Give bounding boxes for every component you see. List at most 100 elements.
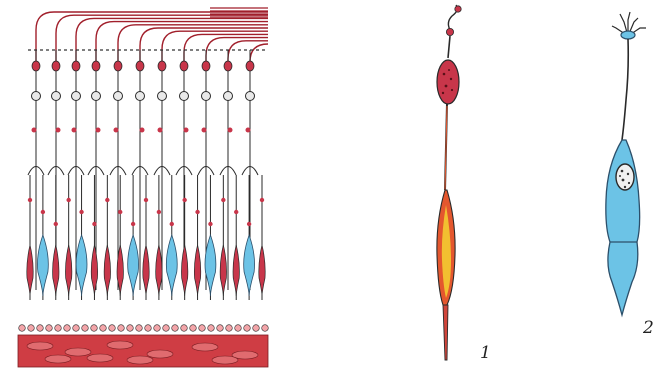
bipolar-cell bbox=[228, 128, 233, 133]
cone-photoreceptor bbox=[166, 235, 177, 296]
pigment-cell bbox=[154, 325, 161, 332]
bipolar-cell bbox=[96, 128, 101, 133]
ganglion-cell bbox=[246, 61, 254, 71]
pigment-cell bbox=[253, 325, 260, 332]
cone-nucleus bbox=[170, 222, 174, 226]
pigment-cell bbox=[91, 325, 98, 332]
rod-nucleus bbox=[234, 210, 238, 214]
rod-photoreceptor bbox=[259, 245, 265, 296]
rod-cell-diagram bbox=[437, 5, 461, 360]
rod-nucleus bbox=[105, 198, 109, 202]
rod-nucleus bbox=[195, 210, 199, 214]
rod-nucleus bbox=[144, 198, 148, 202]
bipolar-cell bbox=[202, 128, 207, 133]
rod-nucleus bbox=[157, 210, 161, 214]
pigment-cell bbox=[235, 325, 242, 332]
cone-photoreceptor bbox=[76, 235, 87, 296]
pigment-cell bbox=[37, 325, 44, 332]
retina-layers-panel bbox=[18, 8, 268, 367]
cone-photoreceptor bbox=[205, 235, 216, 296]
nerve-fiber bbox=[250, 44, 268, 62]
rod-nucleus bbox=[182, 198, 186, 202]
rod-nucleus bbox=[221, 198, 225, 202]
bipolar-cell bbox=[246, 128, 251, 133]
cone-panel-label: 2 bbox=[643, 318, 654, 338]
pigment-cell bbox=[118, 325, 125, 332]
choroid-vessel bbox=[65, 348, 91, 356]
cone-nucleus bbox=[79, 210, 83, 214]
rod-outer-segment bbox=[443, 305, 448, 360]
pigment-cell bbox=[244, 325, 251, 332]
rod-photoreceptor bbox=[194, 245, 200, 296]
cone-dendrite-terminal bbox=[612, 12, 646, 39]
rod-photoreceptor bbox=[91, 245, 97, 296]
pigment-cell bbox=[19, 325, 26, 332]
cone-nucleus bbox=[131, 222, 135, 226]
rod-photoreceptor bbox=[143, 245, 149, 296]
pigment-epithelium bbox=[19, 325, 269, 332]
amacrine-node bbox=[224, 92, 233, 101]
amacrine-node bbox=[32, 92, 41, 101]
rod-photoreceptor bbox=[104, 245, 110, 296]
choroid-vessel bbox=[127, 356, 153, 364]
bipolar-cell bbox=[72, 128, 77, 133]
neuron-columns bbox=[27, 50, 265, 300]
rod-panel-label: 1 bbox=[480, 343, 491, 363]
choroid-vessel bbox=[87, 354, 113, 362]
choroid-vessel bbox=[212, 356, 238, 364]
choroid-vessel bbox=[27, 342, 53, 350]
pigment-cell bbox=[46, 325, 53, 332]
ganglion-cell bbox=[136, 61, 144, 71]
nerve-fiber bbox=[140, 28, 268, 62]
pigment-cell bbox=[136, 325, 143, 332]
pigment-cell bbox=[190, 325, 197, 332]
rod-photoreceptor bbox=[220, 245, 226, 296]
rod-nucleus bbox=[118, 210, 122, 214]
bipolar-cell bbox=[56, 128, 61, 133]
rod-inner-fiber bbox=[448, 36, 450, 58]
amacrine-node bbox=[136, 92, 145, 101]
nerve-fiber bbox=[162, 31, 268, 62]
pigment-cell bbox=[82, 325, 89, 332]
cone-nucleus bbox=[208, 222, 212, 226]
choroid-vessel bbox=[192, 343, 218, 351]
pigment-cell bbox=[109, 325, 116, 332]
bipolar-cell bbox=[158, 128, 163, 133]
choroid-vessel bbox=[107, 341, 133, 349]
rod-photoreceptor bbox=[233, 245, 239, 296]
ganglion-cell bbox=[180, 61, 188, 71]
pigment-cell bbox=[127, 325, 134, 332]
pigment-cell bbox=[208, 325, 215, 332]
choroid-layer bbox=[18, 335, 268, 367]
amacrine-node bbox=[202, 92, 211, 101]
pigment-cell bbox=[181, 325, 188, 332]
amacrine-node bbox=[52, 92, 61, 101]
pigment-cell bbox=[55, 325, 62, 332]
ganglion-cell bbox=[92, 61, 100, 71]
pigment-cell bbox=[64, 325, 71, 332]
cone-photoreceptor bbox=[128, 235, 139, 296]
cone-cell-diagram bbox=[606, 12, 646, 315]
rod-photoreceptor bbox=[156, 245, 162, 296]
pigment-cell bbox=[199, 325, 206, 332]
rod-nucleus bbox=[92, 222, 96, 226]
choroid-vessel bbox=[45, 355, 71, 363]
bipolar-cell bbox=[140, 128, 145, 133]
cone-axon bbox=[622, 39, 628, 140]
amacrine-node bbox=[246, 92, 255, 101]
pigment-cell bbox=[262, 325, 269, 332]
rod-synaptic-bulb bbox=[455, 6, 461, 12]
pigment-cell bbox=[145, 325, 152, 332]
amacrine-node bbox=[158, 92, 167, 101]
ganglion-cell bbox=[202, 61, 210, 71]
rod-photoreceptor bbox=[65, 245, 71, 296]
rod-nucleus bbox=[66, 198, 70, 202]
amacrine-node bbox=[92, 92, 101, 101]
rod-bulb-lower bbox=[446, 28, 453, 35]
amacrine-node bbox=[180, 92, 189, 101]
bipolar-cell bbox=[114, 128, 119, 133]
ganglion-cell bbox=[72, 61, 80, 71]
bipolar-cell bbox=[184, 128, 189, 133]
ganglion-cell bbox=[114, 61, 122, 71]
